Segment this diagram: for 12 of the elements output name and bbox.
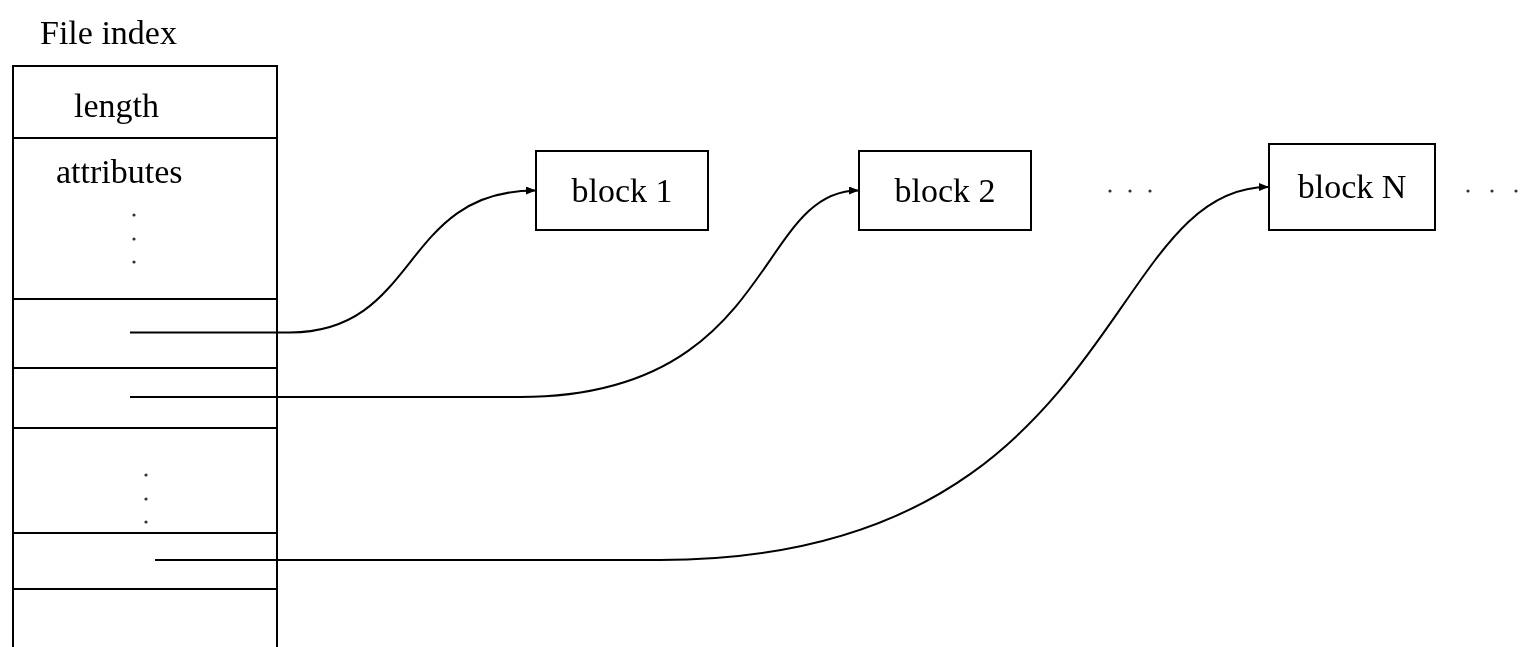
field-label: block N xyxy=(1297,168,1407,206)
table-heading: File index xyxy=(40,16,177,50)
field-label: attributes xyxy=(56,155,183,189)
field-label: length xyxy=(74,89,159,123)
pointer-arrow xyxy=(154,184,1269,561)
block-box xyxy=(1268,143,1436,231)
pointer-arrow xyxy=(129,188,859,398)
field-label: block 2 xyxy=(894,171,996,210)
block-box xyxy=(858,150,1032,231)
pointer-arrow xyxy=(129,187,536,334)
field-label: block 1 xyxy=(571,171,673,210)
block-box xyxy=(535,150,709,231)
